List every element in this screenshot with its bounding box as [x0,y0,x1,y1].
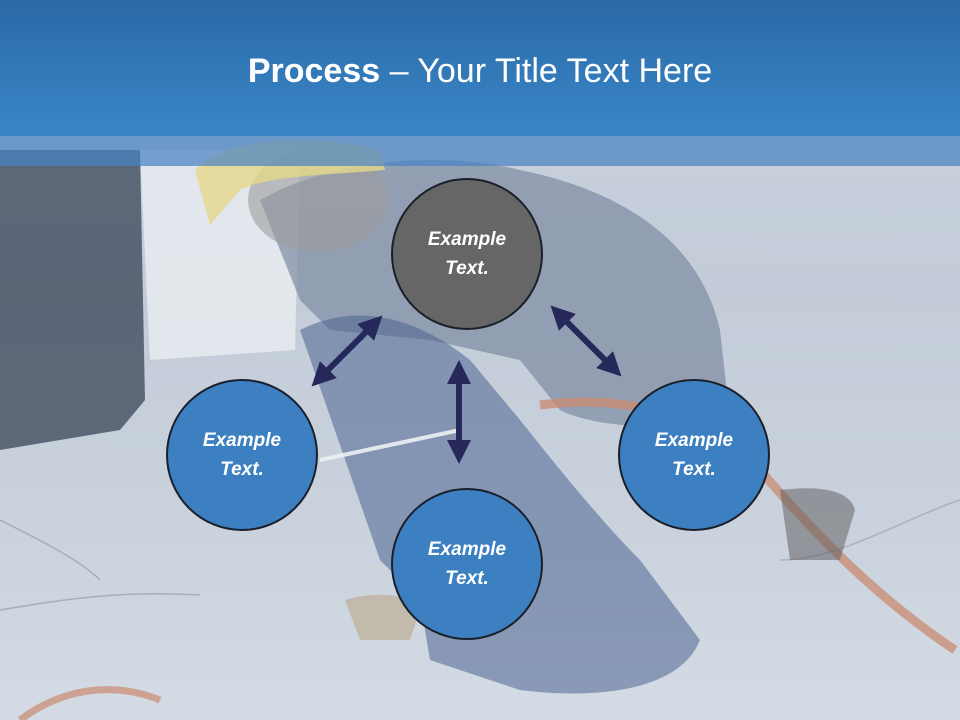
title-rest: – Your Title Text Here [380,52,713,90]
arrow-right [550,305,622,377]
node-top-text: Example Text. [427,229,507,279]
node-bottom-text: Example Text. [427,539,507,589]
title-bold: Process [247,52,381,90]
node-right-text: Example Text. [654,430,734,480]
node-bottom: Example Text. [391,488,543,640]
slide-title: Process – Your Title Text Here [0,52,960,91]
node-top: Example Text. [391,178,543,330]
title-bar: Process – Your Title Text Here [0,0,960,136]
node-left-text: Example Text. [202,430,282,480]
node-left: Example Text. [166,379,318,531]
arrow-left [311,315,383,387]
node-right: Example Text. [618,379,770,531]
header-band [0,136,960,166]
